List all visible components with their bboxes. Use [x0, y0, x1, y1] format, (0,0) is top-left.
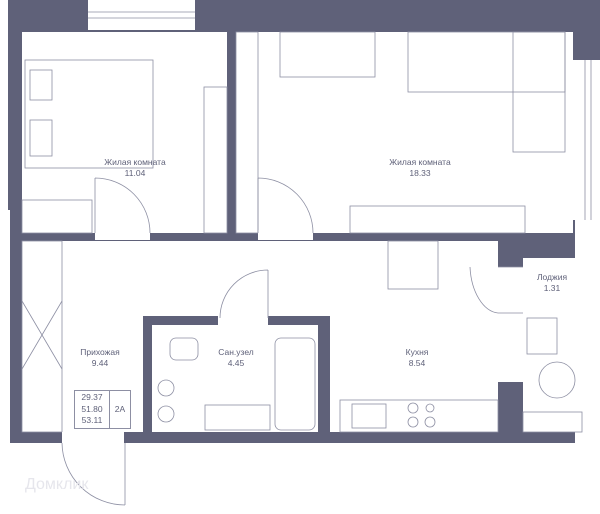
window-right	[573, 60, 600, 220]
bathtub	[274, 337, 316, 431]
living-area: 29.37	[81, 392, 103, 402]
dining-table	[387, 240, 439, 290]
living-wardrobe	[235, 31, 259, 234]
desk	[279, 31, 376, 78]
washer	[157, 379, 175, 397]
total-area: 51.80	[81, 403, 103, 414]
toilet	[169, 337, 199, 361]
tv-stand	[349, 205, 526, 234]
armchair	[526, 317, 558, 355]
round-table	[538, 361, 576, 399]
kitchen-counter	[339, 399, 499, 433]
total-with-loggia: 53.11	[81, 415, 103, 425]
bedroom-wardrobe	[21, 199, 93, 234]
living-room	[236, 32, 573, 233]
bed	[24, 59, 154, 169]
entrance-door[interactable]	[61, 442, 126, 506]
sink	[204, 404, 271, 431]
loggia	[523, 258, 582, 432]
loggia-door[interactable]	[469, 266, 523, 314]
bathroom-door[interactable]	[219, 269, 269, 319]
hall-wardrobe	[21, 240, 63, 433]
bedroom-tv-stand	[203, 86, 228, 234]
apartment-type: 2А	[114, 404, 126, 414]
dryer	[157, 405, 175, 423]
bathroom	[152, 325, 318, 432]
kitchen-sink	[351, 403, 387, 429]
bedroom	[22, 32, 227, 233]
bedroom-door[interactable]	[94, 177, 151, 234]
window-top	[88, 0, 195, 30]
living-door[interactable]	[257, 177, 314, 234]
watermark: Домклик	[25, 476, 89, 493]
